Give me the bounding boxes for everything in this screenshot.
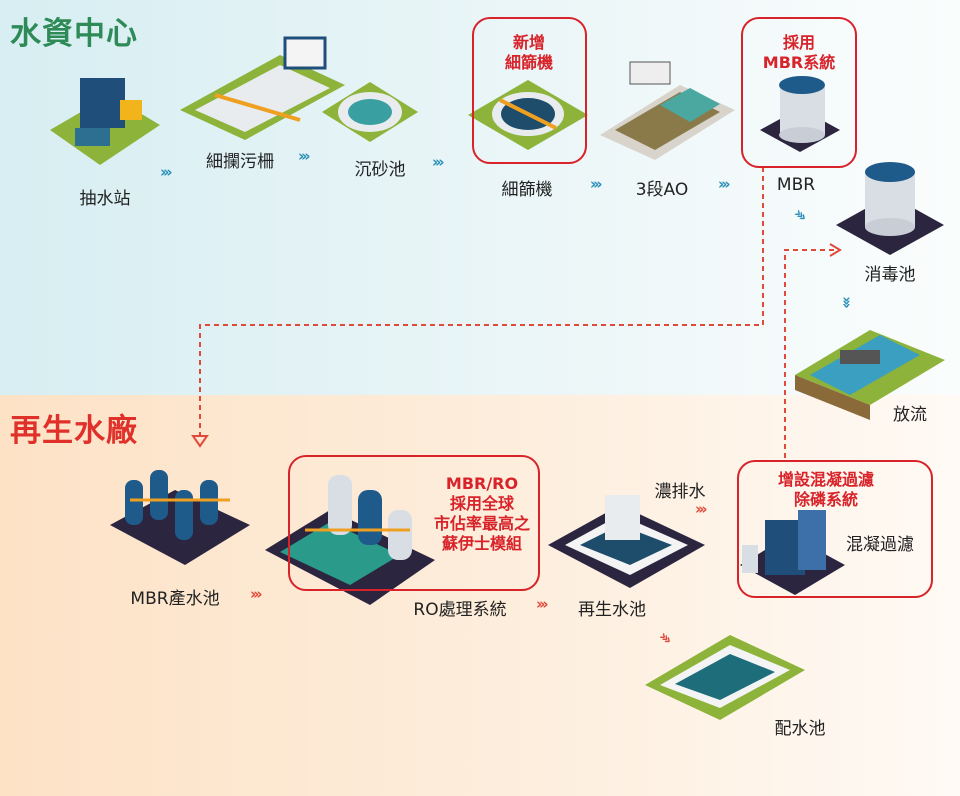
mbr-illustration (760, 76, 840, 152)
ao-tank-illustration (600, 61, 735, 160)
discharge-illustration (795, 330, 945, 420)
grit-chamber-illustration (322, 82, 418, 142)
label-reclaimed-tank: 再生水池 (578, 600, 646, 620)
highlight-box-fine-screen (472, 17, 587, 164)
label-discharge: 放流 (893, 405, 927, 425)
note-fine-screen: 新增細篩機 (504, 33, 554, 72)
flow-line-mbr-to-product (199, 167, 764, 438)
mbr-product-tank-illustration (110, 470, 250, 565)
flow-arrow-icon: ››› (160, 163, 172, 181)
label-bar-screen: 細攔污柵 (206, 152, 274, 172)
reclaimed-tank-illustration (548, 495, 705, 588)
label-concentrate: 濃排水 (654, 482, 706, 502)
flow-arrow-icon: ››› (718, 175, 730, 193)
section-title-water-center: 水資中心 (10, 16, 138, 52)
flow-arrow-icon: ››› (298, 147, 310, 165)
bar-screen-illustration (180, 36, 345, 140)
water-center-background (0, 0, 960, 395)
label-grit-chamber: 沉砂池 (354, 160, 406, 180)
highlight-box-ro (288, 455, 540, 591)
label-ao: 3段AO (635, 180, 689, 200)
label-coagulation: 混凝過濾 (846, 535, 914, 555)
note-coagulation: 增設混凝過濾除磷系統 (777, 470, 875, 509)
label-pump-station: 抽水站 (79, 189, 131, 209)
label-mbr-product-tank: MBR產水池 (130, 589, 220, 609)
distribution-tank-illustration (645, 635, 805, 720)
label-mbr: MBR (776, 175, 816, 195)
section-title-reclaimed-plant: 再生水廠 (10, 413, 138, 449)
label-disinfection: 消毒池 (864, 265, 916, 285)
flow-arrow-icon: ››› (837, 296, 856, 306)
flow-arrow-icon: ››› (432, 153, 444, 171)
label-distribution-tank: 配水池 (774, 719, 826, 739)
highlight-box-mbr (741, 17, 857, 168)
highlight-box-coagulation (737, 460, 933, 598)
fine-screen-illustration (468, 80, 588, 150)
label-ro-system: RO處理系統 (413, 600, 507, 620)
coagulation-illustration (740, 510, 845, 595)
flow-line-coag-to-disinfection (784, 249, 838, 458)
pump-station-illustration (50, 78, 160, 165)
flow-arrow-icon: ››› (695, 500, 707, 518)
ro-system-illustration (265, 475, 435, 605)
flow-arrow-icon: ››› (536, 595, 548, 613)
flow-arrow-icon: ››› (590, 175, 602, 193)
label-fine-screen: 細篩機 (501, 180, 553, 200)
disinfection-illustration (836, 162, 944, 255)
flow-arrow-icon: ››› (250, 585, 262, 603)
